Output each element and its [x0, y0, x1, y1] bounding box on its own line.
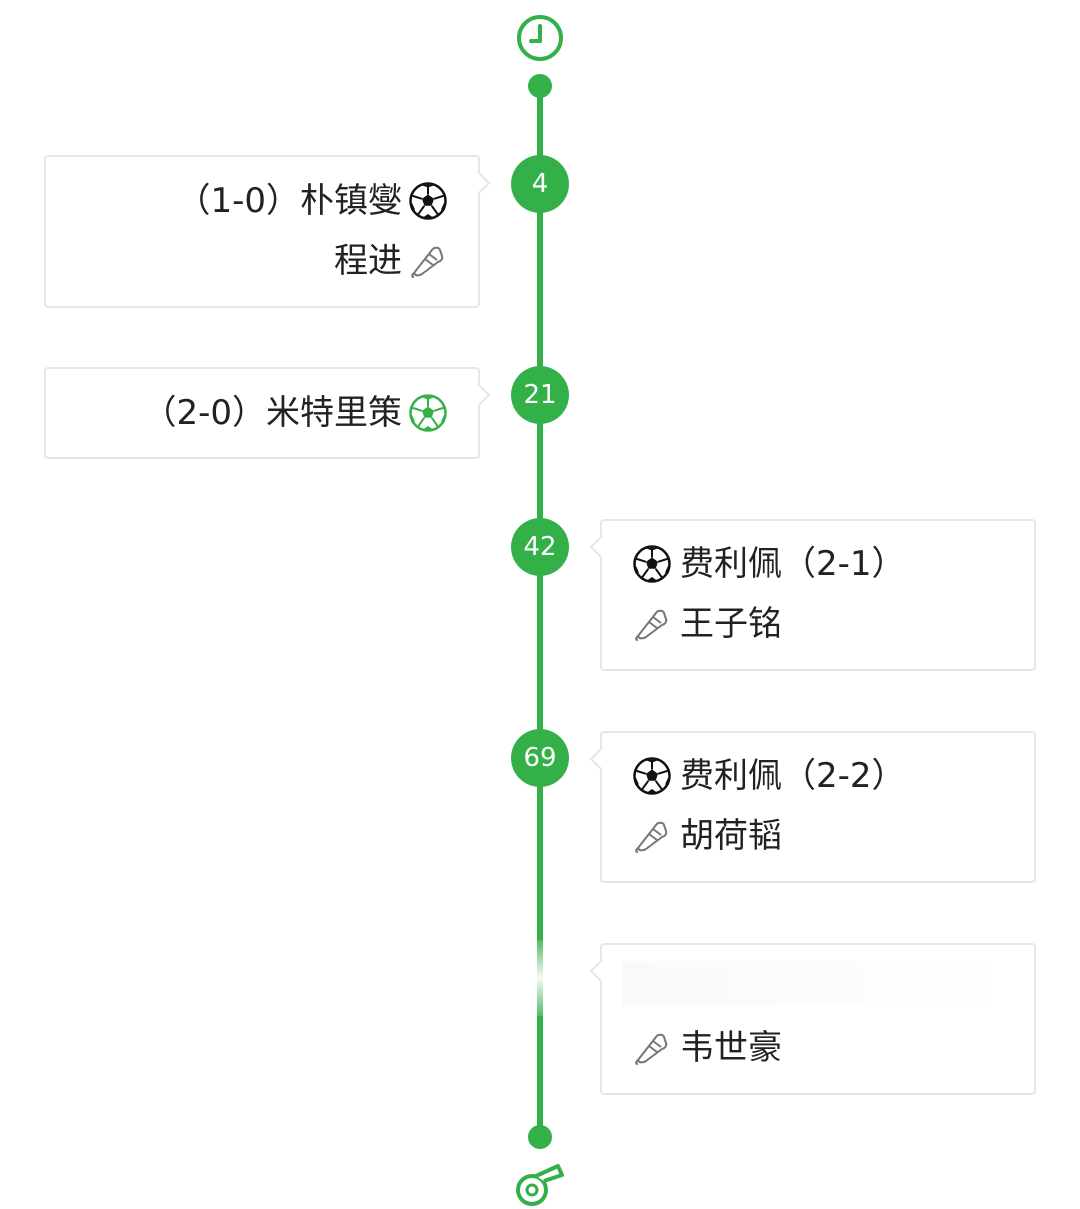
assist-row: 胡荷韬 — [632, 816, 782, 856]
boot-icon — [632, 1028, 672, 1068]
obscured-row — [622, 961, 1014, 1005]
event-card[interactable]: （1-0）朴镇燮 程进 — [44, 155, 480, 308]
assist-text: 王子铭 — [680, 604, 782, 644]
assist-text: 胡荷韬 — [680, 816, 782, 856]
football-icon — [632, 756, 672, 796]
boot-icon — [632, 816, 672, 856]
minute-marker: 21 — [511, 366, 569, 424]
minute-marker-obscured — [498, 940, 582, 1016]
assist-text: 程进 — [334, 241, 402, 281]
assist-row: 程进 — [334, 241, 448, 281]
timeline-line — [537, 86, 543, 1138]
minute-marker: 42 — [511, 518, 569, 576]
assist-text: 韦世豪 — [680, 1028, 782, 1068]
event-card[interactable]: 韦世豪 — [600, 943, 1036, 1095]
football-icon — [408, 181, 448, 221]
goal-row: 费利佩（2-1） — [632, 544, 906, 584]
goal-row: （2-0）米特里策 — [142, 393, 448, 433]
timeline-start-dot — [528, 74, 552, 98]
boot-icon — [408, 241, 448, 281]
goal-row: 费利佩（2-2） — [632, 756, 906, 796]
timeline-end-dot — [528, 1125, 552, 1149]
goal-text: 费利佩（2-2） — [680, 756, 906, 796]
event-card[interactable]: 费利佩（2-2） 胡荷韬 — [600, 731, 1036, 883]
minute-marker: 69 — [511, 729, 569, 787]
football-icon — [632, 544, 672, 584]
goal-row: （1-0）朴镇燮 — [176, 181, 448, 221]
goal-text: 费利佩（2-1） — [680, 544, 906, 584]
clock-icon — [517, 15, 563, 61]
boot-icon — [632, 604, 672, 644]
event-card[interactable]: （2-0）米特里策 — [44, 367, 480, 459]
own-goal-football-icon — [408, 393, 448, 433]
whistle-icon — [516, 1164, 564, 1206]
minute-marker: 4 — [511, 155, 569, 213]
goal-text: （2-0）米特里策 — [142, 393, 402, 433]
assist-row: 王子铭 — [632, 604, 782, 644]
goal-text: （1-0）朴镇燮 — [176, 181, 402, 221]
event-card[interactable]: 费利佩（2-1） 王子铭 — [600, 519, 1036, 671]
assist-row: 韦世豪 — [632, 1028, 782, 1068]
